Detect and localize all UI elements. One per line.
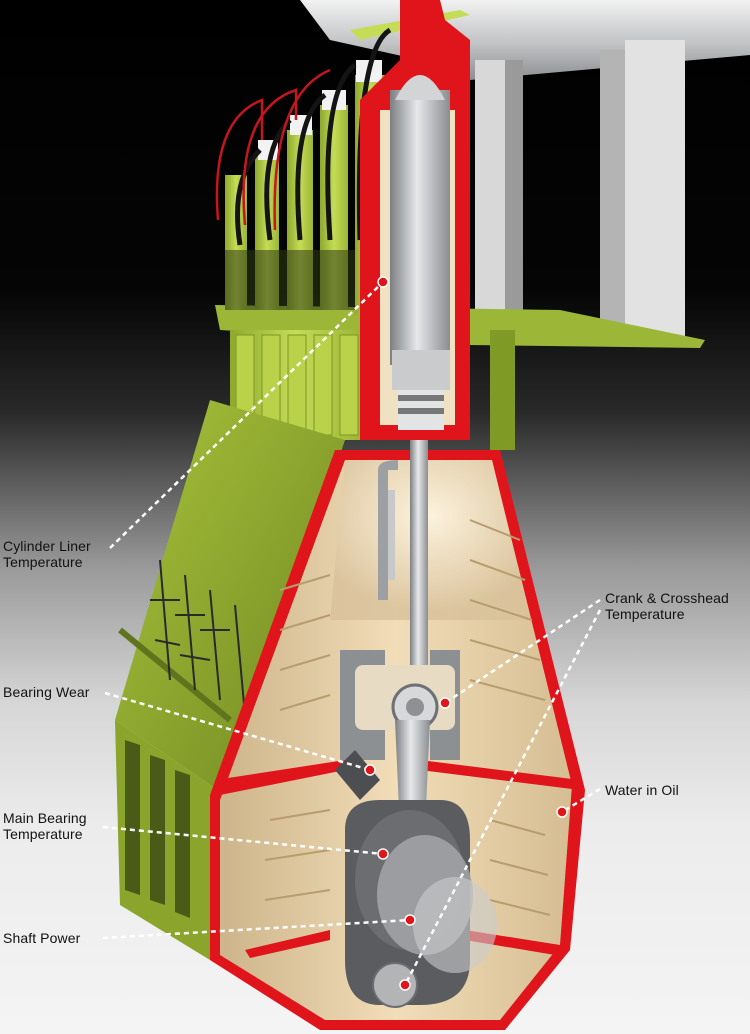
sensor-cylinder-liner <box>377 276 389 288</box>
leader-cylinder-liner <box>109 281 384 549</box>
label-shaft-power: Shaft Power <box>3 930 81 946</box>
engine-side-casing <box>115 400 345 960</box>
sensor-bearing-wear <box>364 764 376 776</box>
leader-lines <box>102 281 602 986</box>
leader-main-bearing <box>102 825 384 856</box>
sensor-crank-lower <box>399 979 411 991</box>
leader-bearing-wear <box>104 691 371 772</box>
label-bearing-wear: Bearing Wear <box>3 684 90 700</box>
label-main-bearing-temperature: Main Bearing Temperature <box>3 810 87 842</box>
cylinder-head-section <box>360 0 470 440</box>
sensor-points <box>364 276 568 991</box>
crank-mechanism <box>335 440 497 1008</box>
leader-crank-crosshead-1 <box>444 598 601 705</box>
sensor-main-bearing <box>377 848 389 860</box>
leader-crank-crosshead-2 <box>403 609 602 986</box>
label-crank-crosshead-temperature: Crank & Crosshead Temperature <box>605 590 729 622</box>
sensor-crank-crosshead <box>439 697 451 709</box>
label-water-in-oil: Water in Oil <box>605 782 679 798</box>
leader-water-in-oil <box>561 787 601 814</box>
leader-shaft-power <box>102 918 411 940</box>
label-cylinder-liner-temperature: Cylinder Liner Temperature <box>3 538 91 570</box>
sensor-water-in-oil <box>556 806 568 818</box>
sensor-shaft-power <box>404 914 416 926</box>
